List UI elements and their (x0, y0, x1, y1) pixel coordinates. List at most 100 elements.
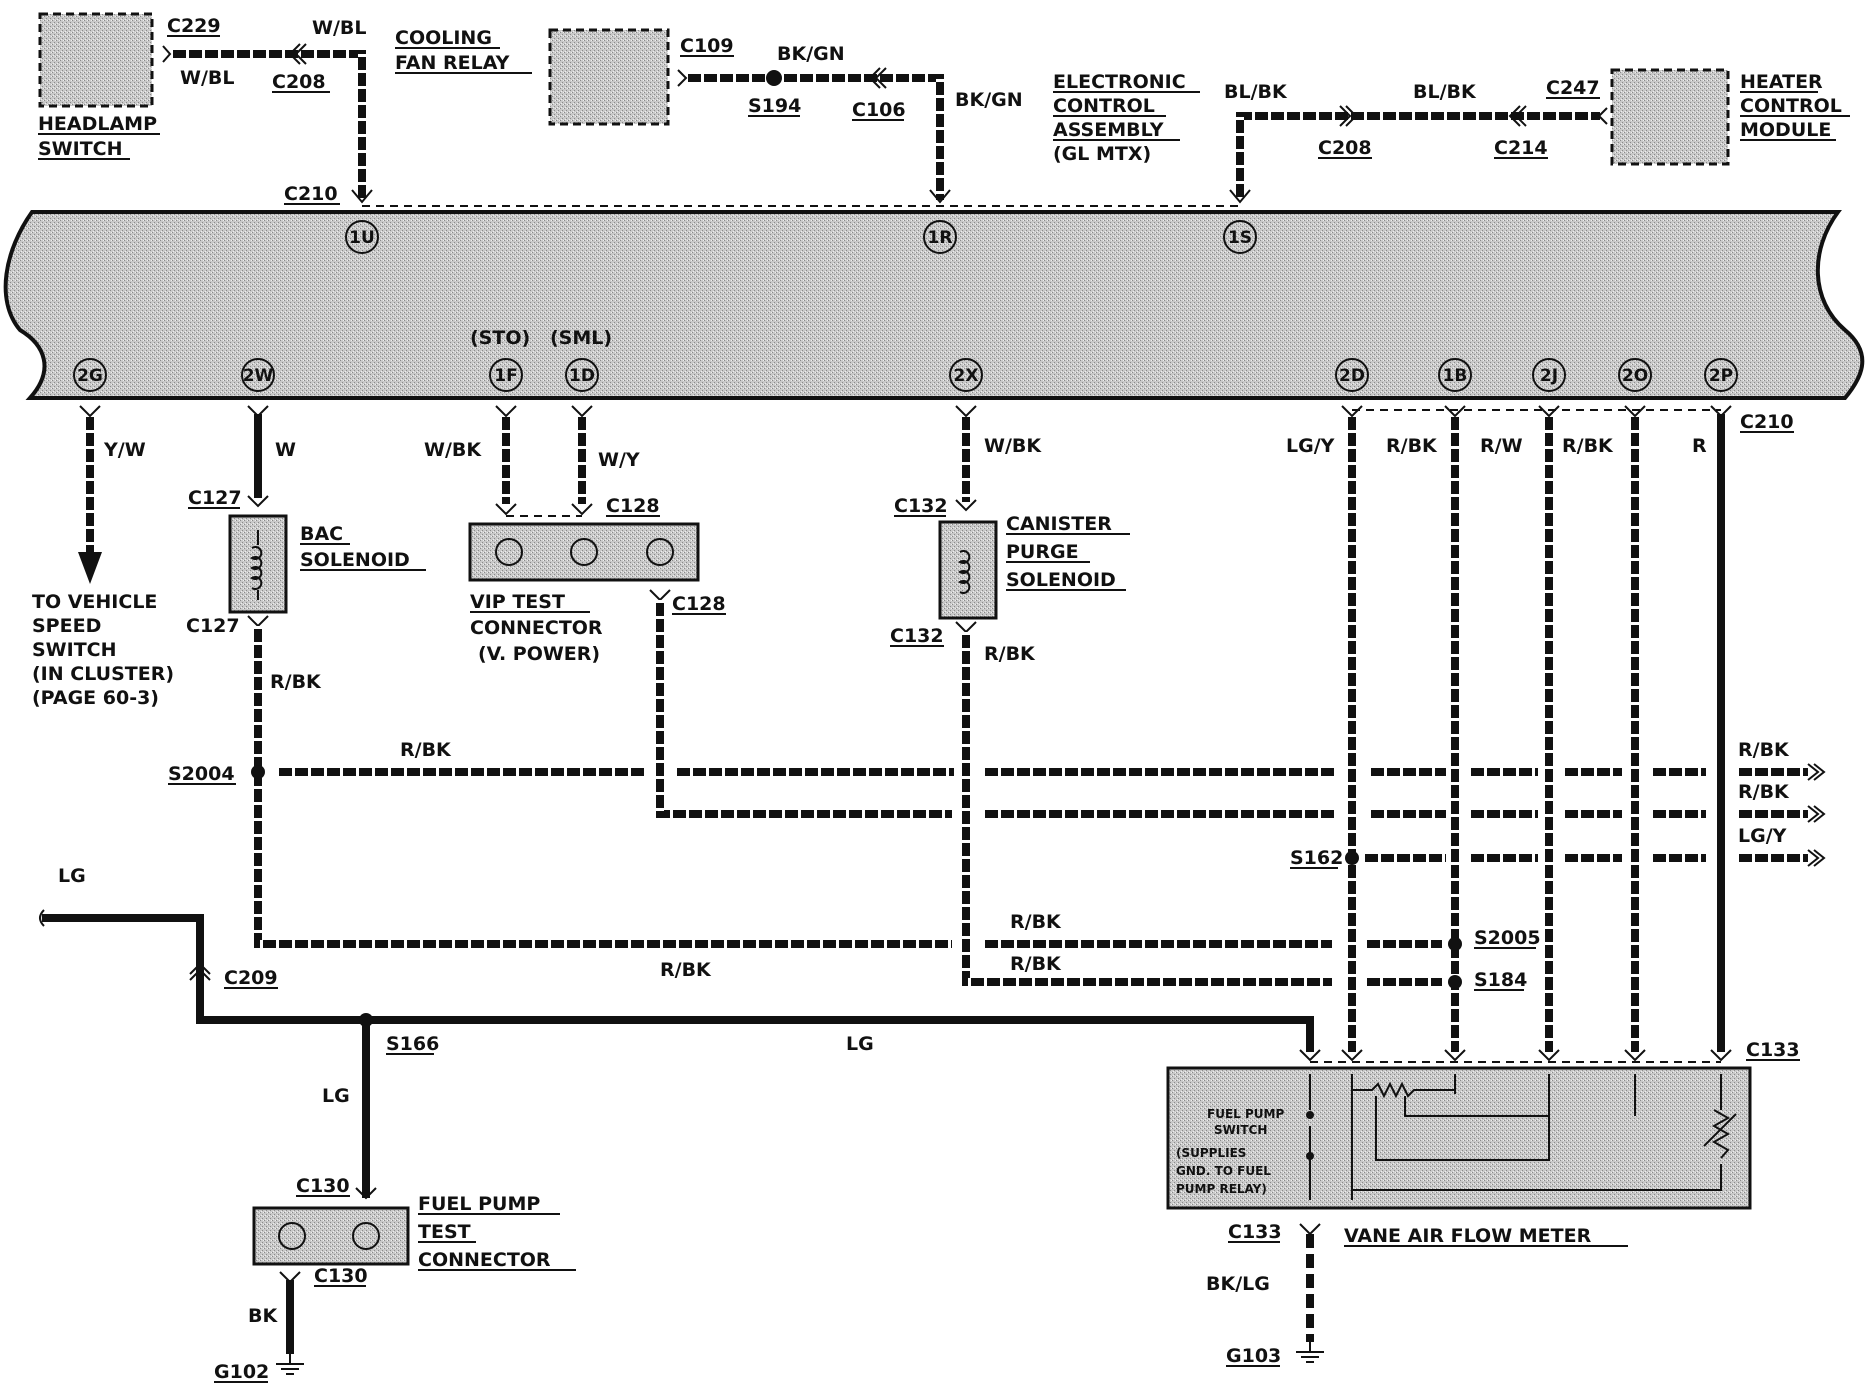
w-y-label: W/Y (598, 449, 640, 471)
w-bk-label-a: W/BK (424, 439, 482, 461)
center-wiring: W/BK C132 CANISTER PURGE SOLENOID C132 R… (674, 405, 1826, 986)
bk-label: BK (248, 1305, 278, 1327)
pin-1f: 1F (489, 358, 523, 392)
svg-text:1S: 1S (1228, 228, 1252, 248)
r-bk-label-1: R/BK (1386, 435, 1438, 457)
w-bl-label-b: W/BL (312, 17, 367, 39)
r-bk-bottom-label: R/BK (660, 959, 712, 981)
vane-air-flow-meter-label: VANE AIR FLOW METER (1344, 1225, 1592, 1247)
vip-label-3: (V. POWER) (478, 643, 600, 665)
bl-bk-label-a: BL/BK (1224, 81, 1288, 103)
c127-top-label: C127 (188, 487, 242, 509)
r-bk-cps-label: R/BK (984, 643, 1036, 665)
s184-label: S184 (1474, 969, 1527, 991)
pin-1r: 1R (923, 220, 957, 254)
lg-mid-label: LG (846, 1033, 874, 1055)
heater-control-module-label-2: CONTROL (1740, 95, 1842, 117)
svg-text:2X: 2X (954, 366, 979, 386)
svg-text:2G: 2G (77, 366, 103, 386)
c210-top-label: C210 (284, 183, 338, 205)
pin-2j: 2J (1532, 358, 1566, 392)
right-wiring: LG/Y R/BK R/W R/BK R C210 S162 S2005 S18… (1166, 405, 1800, 1367)
harness-band (3, 210, 1865, 400)
s2005-label: S2005 (1474, 927, 1541, 949)
g102-label: G102 (214, 1361, 269, 1383)
r-label: R (1692, 435, 1707, 457)
headlamp-switch-label-2: SWITCH (38, 138, 123, 160)
cps-label-1: CANISTER (1006, 513, 1112, 535)
r-bk-out1-label: R/BK (1738, 739, 1790, 761)
fps-label-5: PUMP RELAY) (1176, 1182, 1267, 1196)
c208-label-a: C208 (272, 71, 326, 93)
w-label: W (275, 439, 296, 461)
vss-label-1: TO VEHICLE (32, 591, 157, 613)
svg-text:2J: 2J (1540, 366, 1558, 386)
pin-2x: 2X (949, 358, 983, 392)
c210-right-label: C210 (1740, 411, 1794, 433)
lg-s166-label: LG (322, 1085, 350, 1107)
vss-label-5: (PAGE 60-3) (32, 687, 159, 709)
lg-left-label: LG (58, 865, 86, 887)
lg-y-out-label: LG/Y (1738, 825, 1787, 847)
svg-text:2W: 2W (243, 366, 274, 386)
left-wiring: Y/W TO VEHICLE SPEED SWITCH (IN CLUSTER)… (32, 405, 1314, 1383)
svg-text:1D: 1D (569, 366, 595, 386)
eca-label-3: ASSEMBLY (1053, 119, 1164, 141)
pin-1s: 1S (1223, 220, 1257, 254)
cooling-fan-relay-box (548, 28, 670, 126)
g103-label: G103 (1226, 1345, 1281, 1367)
pin-sml-label: (SML) (550, 327, 612, 349)
r-bk-out2-label: R/BK (1738, 781, 1790, 803)
headlamp-switch-label-1: HEADLAMP (38, 113, 157, 135)
c209-label: C209 (224, 967, 278, 989)
svg-text:1B: 1B (1443, 366, 1468, 386)
c229-label: C229 (167, 15, 221, 37)
c133-top-label: C133 (1746, 1039, 1800, 1061)
y-w-label: Y/W (103, 439, 146, 461)
fps-label-2: SWITCH (1214, 1123, 1267, 1137)
fptc-label-1: FUEL PUMP (418, 1193, 540, 1215)
c208-label-b: C208 (1318, 137, 1372, 159)
eca-label-4: (GL MTX) (1053, 143, 1151, 165)
c127-bot-label: C127 (186, 615, 240, 637)
fuel-pump-test-connector-box (252, 1206, 410, 1266)
eca-label-1: ELECTRONIC (1053, 71, 1186, 93)
bk-gn-label-a: BK/GN (777, 43, 845, 65)
fptc-label-3: CONNECTOR (418, 1249, 551, 1271)
pin-2o: 2O (1618, 358, 1652, 392)
pin-2d: 2D (1335, 358, 1369, 392)
pin-2g: 2G (73, 358, 107, 392)
headlamp-switch-box (38, 12, 154, 108)
pin-1u: 1U (345, 220, 379, 254)
lg-y-label-a: LG/Y (1286, 435, 1335, 457)
bk-lg-label: BK/LG (1206, 1273, 1270, 1295)
cps-label-2: PURGE (1006, 541, 1079, 563)
fps-label-1: FUEL PUMP (1207, 1107, 1284, 1121)
vip-test-connector-box (468, 522, 700, 582)
svg-text:2O: 2O (1622, 366, 1648, 386)
cooling-fan-relay-label-1: COOLING (395, 27, 492, 49)
r-bk-label-2: R/BK (1562, 435, 1614, 457)
c132-top-label: C132 (894, 495, 948, 517)
s162-label: S162 (1290, 847, 1343, 869)
c106-label: C106 (852, 99, 906, 121)
top-wiring: HEADLAMP SWITCH C229 W/BL W/BL C208 C210… (38, 12, 1850, 207)
fptc-label-2: TEST (418, 1221, 471, 1243)
vane-air-flow-meter-box (1166, 1066, 1752, 1210)
svg-text:1U: 1U (349, 228, 375, 248)
cps-label-3: SOLENOID (1006, 569, 1116, 591)
vip-label-2: CONNECTOR (470, 617, 603, 639)
s2004-label: S2004 (168, 763, 235, 785)
cooling-fan-relay-label-2: FAN RELAY (395, 52, 510, 74)
c214-label: C214 (1494, 137, 1548, 159)
bac-solenoid-label-1: BAC (300, 523, 343, 545)
bac-solenoid-label-2: SOLENOID (300, 549, 410, 571)
bk-gn-label-b: BK/GN (955, 89, 1023, 111)
vss-label-2: SPEED (32, 615, 101, 637)
r-bk-s184-label: R/BK (1010, 953, 1062, 975)
r-w-label: R/W (1480, 435, 1523, 457)
c128-top-label: C128 (606, 495, 660, 517)
c132-bot-label: C132 (890, 625, 944, 647)
c109-label: C109 (680, 35, 734, 57)
